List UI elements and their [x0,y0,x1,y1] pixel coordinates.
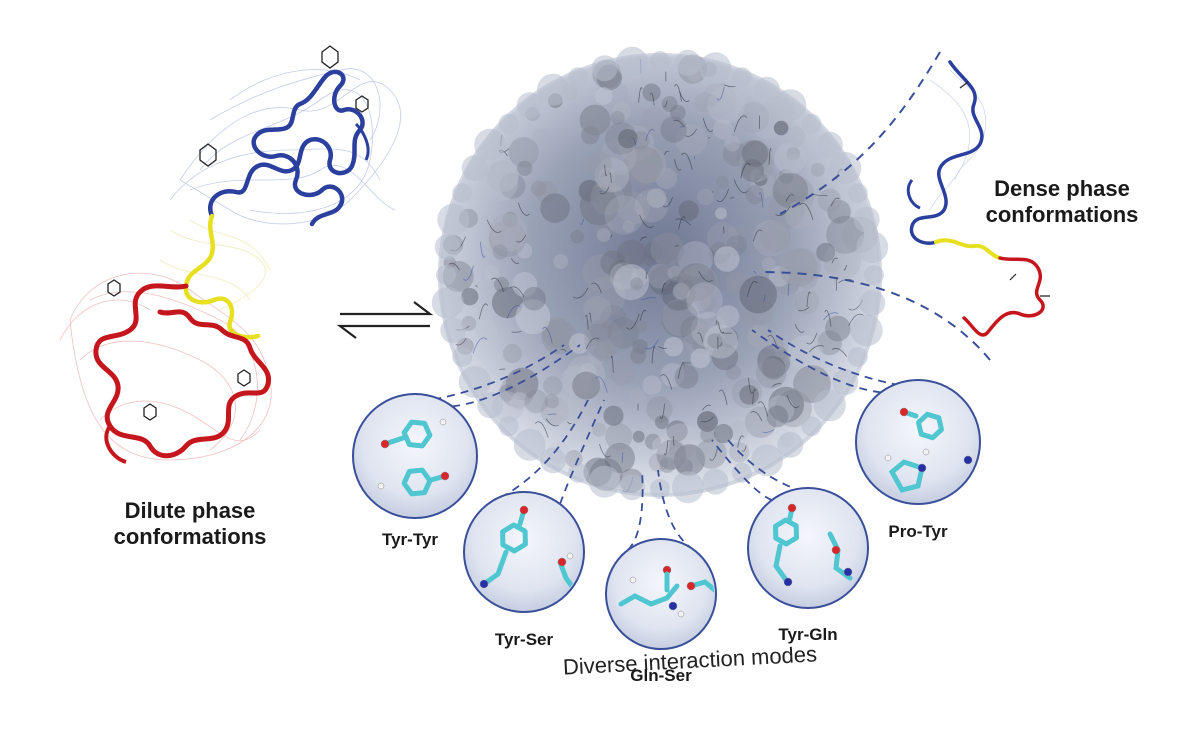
pair-label-tyr-tyr: Tyr-Tyr [365,530,455,550]
interaction-circle-tyr-tyr [353,394,477,518]
dense-red-segment [964,258,1043,335]
pair-label-tyr-gln: Tyr-Gln [763,625,853,645]
dilute-side-chains [108,46,368,420]
equilibrium-arrows [340,302,430,338]
linker-chain [186,216,258,337]
red-domain-cloud [60,273,271,460]
dilute-phase-ensemble [60,46,401,462]
dilute-label-line2: conformations [80,524,300,550]
dense-phase-label: Dense phase conformations [962,176,1162,229]
dense-linker-segment [936,240,1000,258]
interaction-circle-gln-ser [606,539,717,649]
dilute-label-line1: Dilute phase [80,498,300,524]
blue-domain-chain [210,72,362,224]
dense-label-line1: Dense phase [962,176,1162,202]
pair-label-tyr-ser: Tyr-Ser [479,630,569,650]
interaction-circle-pro-tyr [856,380,980,504]
pair-label-pro-tyr: Pro-Tyr [873,522,963,542]
pair-label-gln-ser: Gln-Ser [616,666,706,686]
interaction-circle-tyr-ser [464,492,584,612]
dilute-phase-label: Dilute phase conformations [80,498,300,551]
interaction-circle-tyr-gln [748,488,868,608]
linker-cloud [160,220,270,310]
dense-label-line2: conformations [962,202,1162,228]
